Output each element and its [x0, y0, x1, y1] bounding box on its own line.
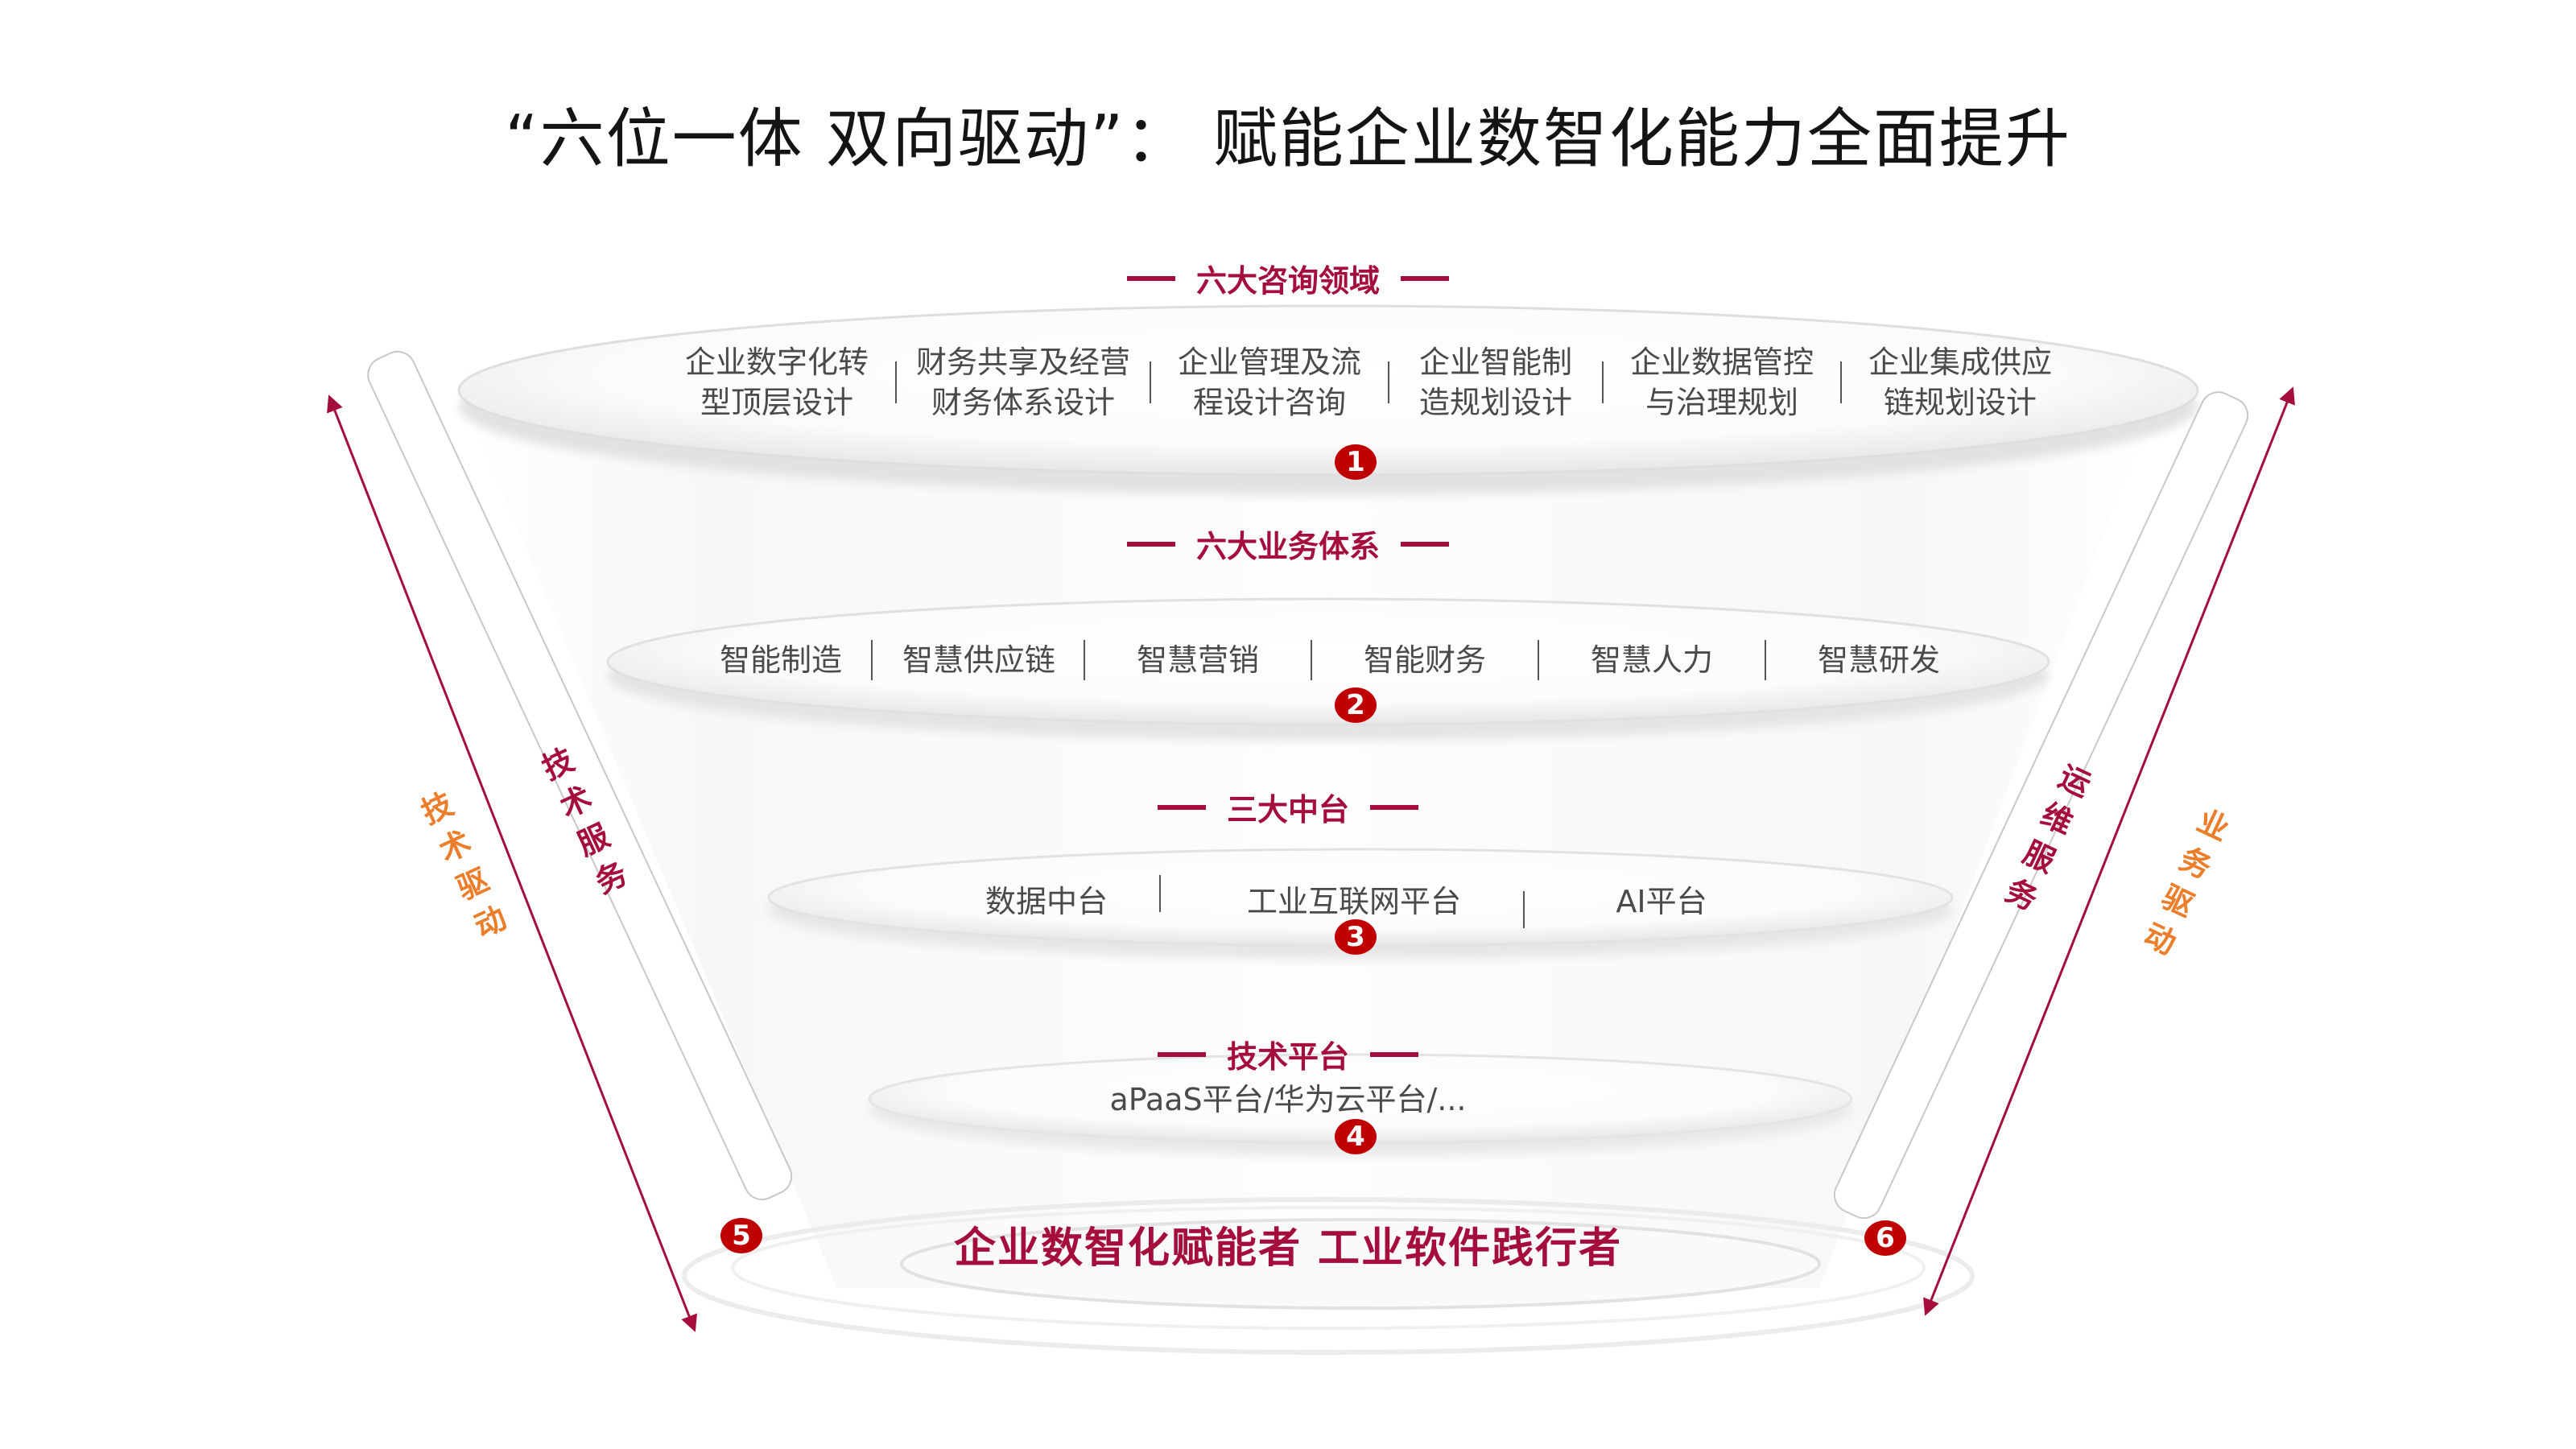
tier1-items: 企业数字化转 型顶层设计 财务共享及经营 财务体系设计 企业管理及流 程设计咨询…	[668, 338, 2069, 427]
item-line: 程设计咨询	[1192, 385, 1346, 420]
badge-5: 5	[720, 1218, 762, 1253]
tier1-item: 企业智能制 造规划设计	[1399, 342, 1592, 423]
item-line: 企业集成供应	[1868, 345, 2052, 380]
tier4-heading: 技术平台	[0, 1032, 2576, 1076]
separator	[1538, 640, 1539, 680]
item-line: 企业数字化转	[684, 345, 869, 380]
badge-2: 2	[1335, 687, 1377, 723]
item-line: 财务体系设计	[931, 385, 1115, 420]
item-line: 企业数据管控	[1629, 345, 1814, 380]
separator	[1602, 361, 1604, 403]
item-line: 与治理规划	[1645, 385, 1798, 420]
tier2-heading: 六大业务体系	[0, 522, 2576, 566]
tier3-heading: 三大中台	[0, 785, 2576, 829]
separator	[1150, 361, 1151, 403]
tier3-item: AI平台	[1616, 884, 1707, 919]
funnel-body	[451, 370, 2165, 1288]
item-line: 型顶层设计	[700, 385, 853, 420]
tier1-heading: 六大咨询领域	[0, 256, 2576, 300]
dash-right	[1370, 1051, 1418, 1057]
tier2-item: 智能制造	[719, 642, 842, 678]
item-line: 造规划设计	[1418, 385, 1572, 420]
tier4-text: aPaaS平台/华为云平台/...	[1109, 1082, 1467, 1117]
base-disc	[900, 1218, 1821, 1310]
separator	[1840, 361, 1842, 403]
tier2-item: 智慧供应链	[902, 642, 1055, 678]
separator	[1084, 640, 1085, 680]
dash-left	[1157, 804, 1206, 810]
tier4-heading-text: 技术平台	[1226, 1039, 1349, 1075]
badge-6: 6	[1864, 1220, 1906, 1256]
tier3-item: 工业互联网平台	[1246, 884, 1461, 919]
tier2-item: 智慧研发	[1817, 642, 1940, 678]
separator	[895, 361, 897, 403]
tier2-item: 智慧营销	[1136, 642, 1259, 678]
tier3-items: 数据中台 工业互联网平台 AI平台	[958, 873, 1726, 930]
tier1-item: 企业管理及流 程设计咨询	[1161, 342, 1378, 423]
dash-right	[1370, 804, 1418, 810]
tier2-items: 智能制造 智慧供应链 智慧营销 智能财务 智慧人力 智慧研发	[700, 636, 1967, 684]
dash-left	[1126, 541, 1175, 547]
dash-left	[1157, 1051, 1206, 1057]
badge-4: 4	[1335, 1119, 1377, 1154]
dash-left	[1126, 275, 1175, 281]
tier2-item: 智慧人力	[1590, 642, 1713, 678]
item-line: 企业智能制	[1418, 345, 1572, 380]
badge-3: 3	[1335, 919, 1377, 955]
tier1-item: 企业集成供应 链规划设计	[1852, 342, 2069, 423]
separator	[871, 640, 873, 680]
dash-right	[1401, 275, 1449, 281]
separator	[1523, 891, 1525, 928]
dash-right	[1401, 541, 1449, 547]
separator	[1159, 875, 1161, 912]
tier2-item: 智能财务	[1363, 642, 1486, 678]
item-line: 企业管理及流	[1177, 345, 1361, 380]
separator	[1765, 640, 1766, 680]
tier1-item: 企业数字化转 型顶层设计	[668, 342, 886, 423]
badge-1: 1	[1335, 444, 1377, 480]
separator	[1388, 361, 1389, 403]
right-drive-arrow	[1923, 386, 2295, 1316]
tier3-item: 数据中台	[985, 884, 1108, 919]
tier3-heading-text: 三大中台	[1226, 792, 1349, 828]
item-line: 财务共享及经营	[915, 345, 1130, 380]
tagline: 企业数智化赋能者 工业软件践行者	[953, 1224, 1623, 1273]
tier1-item: 财务共享及经营 财务体系设计	[906, 342, 1140, 423]
item-line: 链规划设计	[1883, 385, 2037, 420]
tier1-item: 企业数据管控 与治理规划	[1613, 342, 1831, 423]
left-drive-arrow	[327, 394, 697, 1332]
tier2-heading-text: 六大业务体系	[1195, 529, 1380, 564]
separator	[1311, 640, 1312, 680]
tier1-heading-text: 六大咨询领域	[1195, 263, 1380, 299]
page-title: “六位一体 双向驱动”： 赋能企业数智化能力全面提升	[505, 101, 2071, 176]
